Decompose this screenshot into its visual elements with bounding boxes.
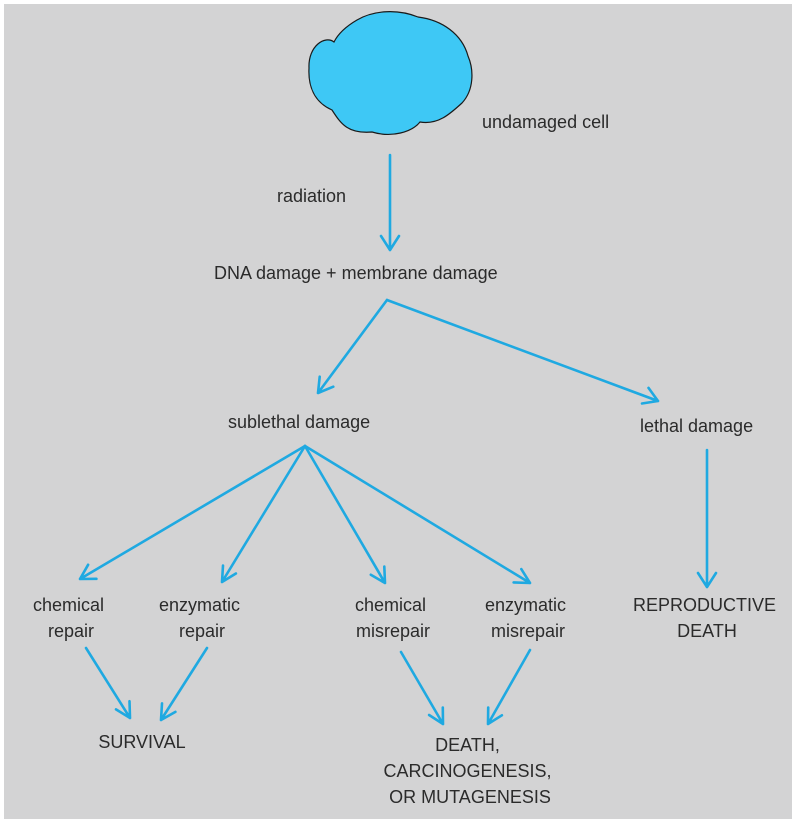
arrow-chemical-misrepair-to-death <box>399 650 445 726</box>
survival-label: SURVIVAL <box>98 732 185 752</box>
sublethal-damage-label: sublethal damage <box>228 412 370 432</box>
death-outcome-line1: DEATH, <box>435 735 500 755</box>
arrow-chemical-repair-to-survival <box>84 646 132 720</box>
enzymatic-misrepair-line1: enzymatic <box>485 595 566 615</box>
enzymatic-repair-label: enzymatic repair <box>159 595 245 641</box>
chemical-repair-line1: chemical <box>33 595 104 615</box>
arrow-to-chemical-repair <box>78 444 307 581</box>
undamaged-cell-label: undamaged cell <box>482 112 609 132</box>
enzymatic-misrepair-label: enzymatic misrepair <box>485 595 571 641</box>
enzymatic-repair-line2: repair <box>179 621 225 641</box>
arrow-to-sublethal <box>316 298 389 395</box>
radiation-label: radiation <box>277 186 346 206</box>
death-outcome-line3: OR MUTAGENESIS <box>389 787 551 807</box>
cell-shape <box>308 11 473 135</box>
lethal-damage-label: lethal damage <box>640 416 753 436</box>
enzymatic-repair-line1: enzymatic <box>159 595 240 615</box>
chemical-misrepair-line1: chemical <box>355 595 426 615</box>
reproductive-death-label: REPRODUCTIVE DEATH <box>633 595 781 641</box>
arrow-to-lethal <box>385 298 660 405</box>
death-outcome-line2: CARCINOGENESIS, <box>383 761 551 781</box>
arrow-cell-to-damage <box>379 153 401 252</box>
chemical-repair-label: chemical repair <box>33 595 109 641</box>
reproductive-death-line2: DEATH <box>677 621 737 641</box>
arrow-to-chemical-misrepair <box>303 444 387 585</box>
enzymatic-misrepair-line2: misrepair <box>491 621 565 641</box>
arrow-enzymatic-misrepair-to-death <box>486 648 532 726</box>
arrows <box>78 153 718 726</box>
arrow-lethal-to-reproductive-death <box>696 448 718 589</box>
arrow-to-enzymatic-misrepair <box>303 444 532 585</box>
chemical-misrepair-label: chemical misrepair <box>355 595 431 641</box>
chemical-misrepair-line2: misrepair <box>356 621 430 641</box>
arrow-enzymatic-repair-to-survival <box>159 646 209 722</box>
background-panel <box>4 4 792 819</box>
dna-membrane-damage-label: DNA damage + membrane damage <box>214 263 498 283</box>
arrow-to-enzymatic-repair <box>220 444 307 584</box>
chemical-repair-line2: repair <box>48 621 94 641</box>
death-outcome-label: DEATH, CARCINOGENESIS, OR MUTAGENESIS <box>383 735 556 807</box>
reproductive-death-line1: REPRODUCTIVE <box>633 595 776 615</box>
